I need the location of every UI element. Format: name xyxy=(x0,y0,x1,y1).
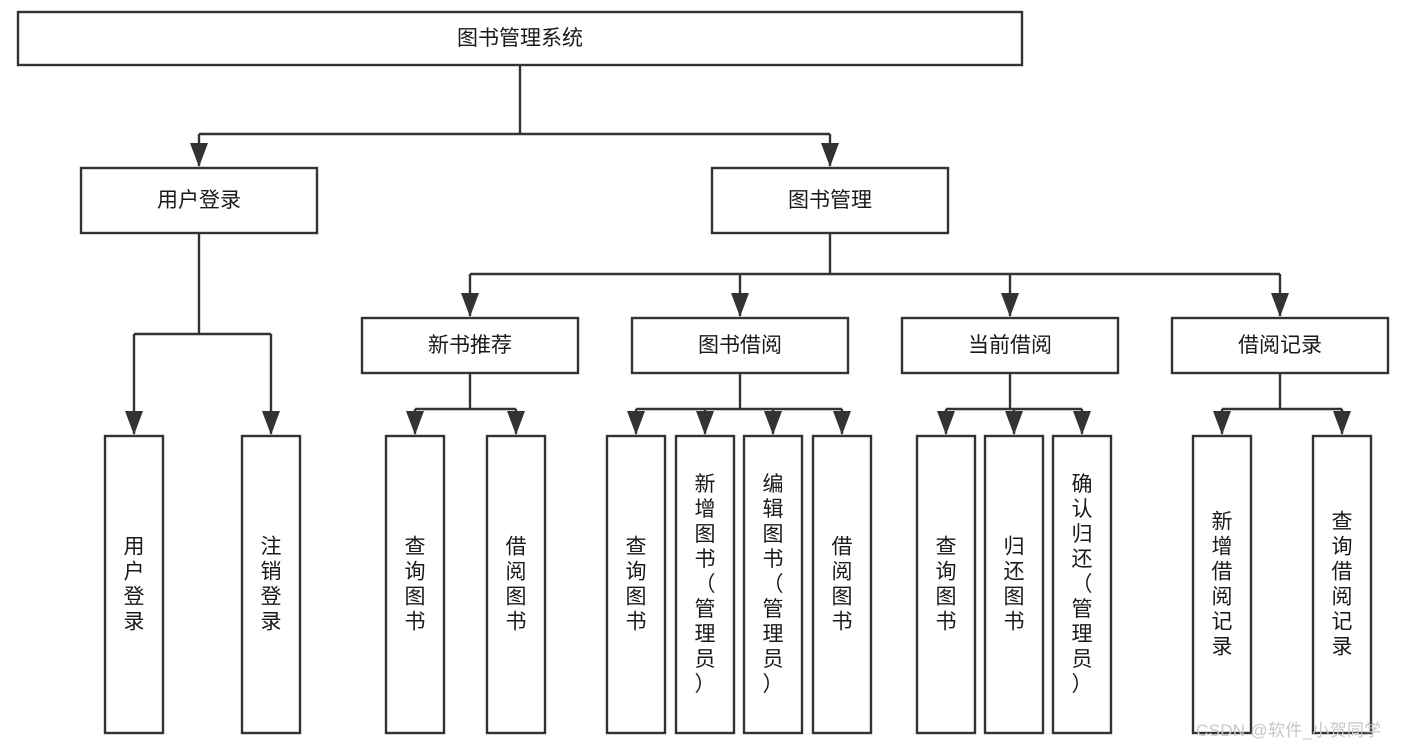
node-label: 借阅图书 xyxy=(506,536,527,634)
node-box xyxy=(1170,316,1390,375)
node-label: 用户登录 xyxy=(124,536,145,634)
node-box xyxy=(1311,434,1373,735)
arrow-head-icon xyxy=(937,411,955,435)
node-label: 查询借阅记录 xyxy=(1332,511,1353,659)
node-label: 确认归还（管理员） xyxy=(1072,473,1093,696)
node-box xyxy=(742,434,804,735)
arrow-head-icon xyxy=(821,143,839,167)
node-leaf-edit-book[interactable]: 编辑图书（管理员） xyxy=(742,434,804,735)
node-book-borrow[interactable]: 图书借阅 xyxy=(630,316,850,375)
node-leaf-borrow-book-b[interactable]: 借阅图书 xyxy=(811,434,873,735)
arrow-head-icon xyxy=(627,411,645,435)
arrow-head-icon xyxy=(731,293,749,317)
node-leaf-add-record[interactable]: 新增借阅记录 xyxy=(1191,434,1253,735)
node-borrow-record[interactable]: 借阅记录 xyxy=(1170,316,1390,375)
node-box xyxy=(384,434,446,735)
node-leaf-query-book-rec[interactable]: 查询图书 xyxy=(384,434,446,735)
node-box xyxy=(1051,434,1113,735)
node-leaf-borrow-book-rec[interactable]: 借阅图书 xyxy=(485,434,547,735)
node-label: 当前借阅 xyxy=(968,334,1052,357)
node-leaf-query-record[interactable]: 查询借阅记录 xyxy=(1311,434,1373,735)
node-label: 新增图书（管理员） xyxy=(695,473,716,696)
node-leaf-query-book-b[interactable]: 查询图书 xyxy=(605,434,667,735)
node-leaf-confirm-return[interactable]: 确认归还（管理员） xyxy=(1051,434,1113,735)
arrow-head-icon xyxy=(1073,411,1091,435)
csdn-watermark: CSDN @软件_小贺同学 xyxy=(1196,721,1382,740)
node-layer: 图书管理系统用户登录图书管理新书推荐图书借阅当前借阅借阅记录用户登录注销登录查询… xyxy=(16,10,1390,735)
arrow-head-icon xyxy=(190,143,208,167)
arrow-head-icon xyxy=(764,411,782,435)
node-label: 查询图书 xyxy=(626,536,647,634)
node-leaf-return-book[interactable]: 归还图书 xyxy=(983,434,1045,735)
node-box xyxy=(605,434,667,735)
node-box xyxy=(811,434,873,735)
node-leaf-user-login[interactable]: 用户登录 xyxy=(103,434,165,735)
node-label: 新书推荐 xyxy=(428,334,512,357)
node-label: 用户登录 xyxy=(157,189,241,212)
arrow-head-icon xyxy=(262,411,280,435)
node-label: 图书借阅 xyxy=(698,334,782,357)
node-leaf-logout[interactable]: 注销登录 xyxy=(240,434,302,735)
node-box xyxy=(240,434,302,735)
node-box xyxy=(900,316,1120,375)
node-box xyxy=(710,166,950,235)
arrow-head-icon xyxy=(507,411,525,435)
arrow-head-icon xyxy=(406,411,424,435)
node-book-manage[interactable]: 图书管理 xyxy=(710,166,950,235)
node-box xyxy=(360,316,580,375)
node-box xyxy=(983,434,1045,735)
arrow-head-icon xyxy=(833,411,851,435)
node-box xyxy=(1191,434,1253,735)
connector-layer xyxy=(125,65,1351,435)
arrow-head-icon xyxy=(461,293,479,317)
node-label: 查询图书 xyxy=(936,536,957,634)
node-root[interactable]: 图书管理系统 xyxy=(16,10,1024,67)
arrow-head-icon xyxy=(1001,293,1019,317)
node-box xyxy=(485,434,547,735)
arrow-head-icon xyxy=(1271,293,1289,317)
arrow-head-icon xyxy=(125,411,143,435)
node-box xyxy=(674,434,736,735)
node-box xyxy=(103,434,165,735)
node-label: 借阅图书 xyxy=(832,536,853,634)
node-new-book-rec[interactable]: 新书推荐 xyxy=(360,316,580,375)
node-leaf-query-book-c[interactable]: 查询图书 xyxy=(915,434,977,735)
node-box xyxy=(915,434,977,735)
arrow-head-icon xyxy=(1333,411,1351,435)
arrow-head-icon xyxy=(1005,411,1023,435)
node-box xyxy=(630,316,850,375)
node-leaf-add-book[interactable]: 新增图书（管理员） xyxy=(674,434,736,735)
node-label: 图书管理 xyxy=(788,189,872,212)
node-label: 查询图书 xyxy=(405,536,426,634)
node-box xyxy=(79,166,319,235)
node-label: 注销登录 xyxy=(261,536,282,634)
node-user-login[interactable]: 用户登录 xyxy=(79,166,319,235)
node-current-borrow[interactable]: 当前借阅 xyxy=(900,316,1120,375)
node-label: 归还图书 xyxy=(1004,536,1025,634)
node-label: 图书管理系统 xyxy=(457,27,583,50)
arrow-head-icon xyxy=(696,411,714,435)
node-label: 借阅记录 xyxy=(1238,334,1322,357)
arrow-head-icon xyxy=(1213,411,1231,435)
node-label: 新增借阅记录 xyxy=(1212,511,1233,659)
node-box xyxy=(16,10,1024,67)
node-label: 编辑图书（管理员） xyxy=(763,473,784,696)
